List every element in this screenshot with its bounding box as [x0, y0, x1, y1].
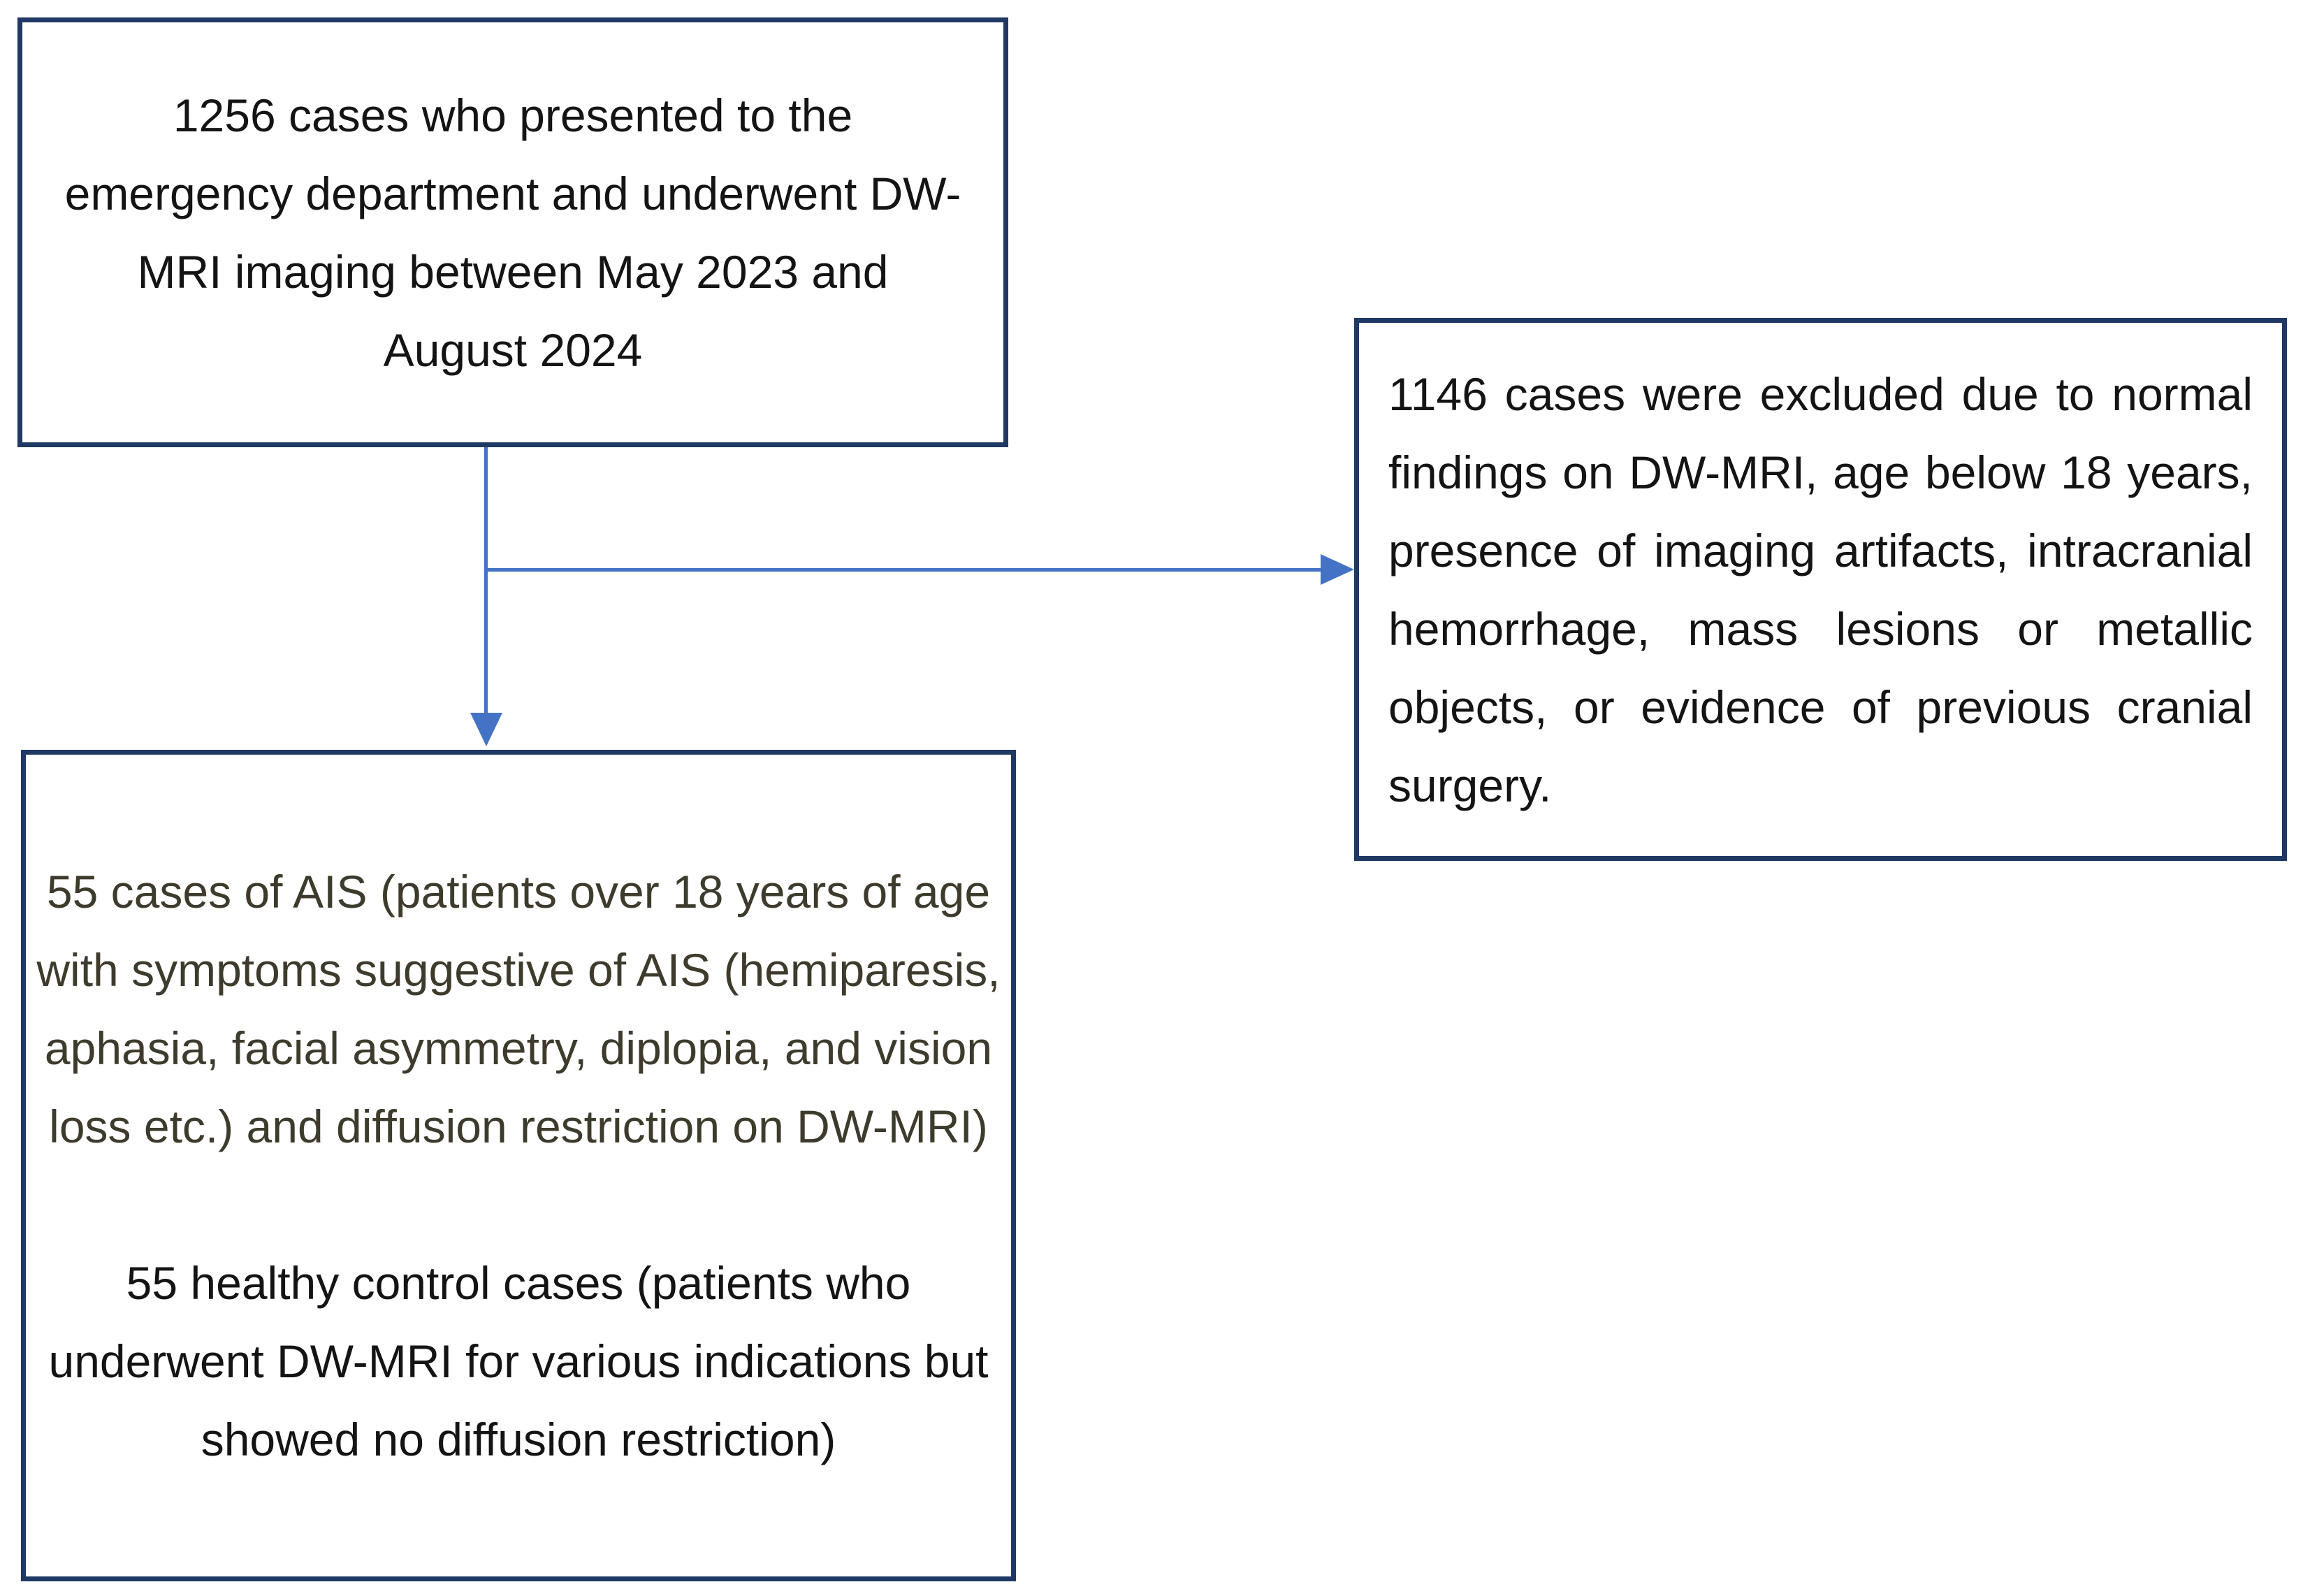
node-presented-cases-text: 1256 cases who presented to the emergenc…: [64, 89, 961, 376]
connector-down-line: [484, 447, 488, 713]
down-arrowhead-icon: [470, 713, 502, 746]
node-included-controls-text: 55 healthy control cases (patients who u…: [48, 1257, 989, 1465]
right-arrowhead-icon: [1321, 554, 1354, 585]
node-presented-cases: 1256 cases who presented to the emergenc…: [17, 17, 1008, 447]
node-excluded-cases: 1146 cases were excluded due to normal f…: [1354, 318, 2287, 861]
node-excluded-cases-text: 1146 cases were excluded due to normal f…: [1388, 368, 2253, 811]
node-included-cases: 55 cases of AIS (patients over 18 years …: [21, 750, 1016, 1581]
node-included-ais-text: 55 cases of AIS (patients over 18 years …: [36, 866, 1001, 1152]
connector-right-line: [484, 568, 1321, 572]
